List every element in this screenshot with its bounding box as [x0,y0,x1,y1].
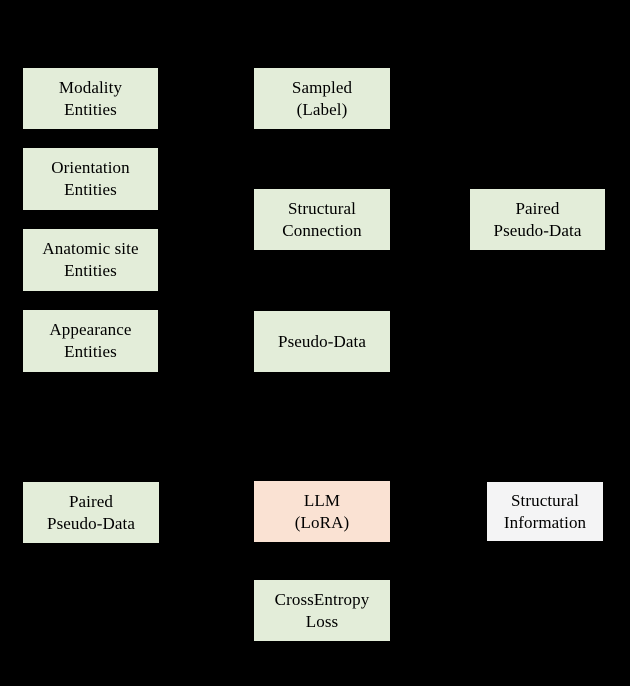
node-label-line-2: (Label) [296,99,348,119]
node-orientation-entities[interactable]: Orientation Entities [23,148,158,210]
node-structural-connection[interactable]: Structural Connection [254,189,390,250]
node-label-line-2: Pseudo-Data [493,220,582,240]
node-label-line-2: Loss [305,611,339,631]
node-label-line-2: (LoRA) [294,512,350,532]
node-label-line-2: Pseudo-Data [47,513,135,533]
node-appearance-entities[interactable]: Appearance Entities [23,310,158,372]
node-label-line-1: Appearance [49,320,132,340]
node-label-line-2: Entities [64,180,117,199]
node-label-line-2: Connection [282,220,362,240]
node-anatomic-site-entities[interactable]: Anatomic site Entities [23,229,158,291]
node-cross-entropy-loss[interactable]: CrossEntropy Loss [254,580,390,641]
node-label-line-2: Information [503,512,587,532]
node-label-line-2: Entities [64,261,117,280]
node-label-line-1: Structural [287,198,357,218]
node-pseudo-data[interactable]: Pseudo-Data [254,311,390,372]
node-label-line-1: CrossEntropy [274,589,370,609]
node-llm-lora[interactable]: LLM (LoRA) [254,481,390,542]
node-paired-pseudo-data-right[interactable]: Paired Pseudo-Data [470,189,605,250]
node-label-line-1: Structural [510,490,580,510]
node-modality-entities[interactable]: Modality Entities [23,68,158,129]
node-paired-pseudo-data-left[interactable]: Paired Pseudo-Data [23,482,159,543]
node-label-line-1: Modality [58,77,123,97]
node-label-line-1: Anatomic site [42,239,139,259]
node-structural-information[interactable]: Structural Information [487,482,603,541]
node-label-line-1: Orientation [51,158,130,178]
node-label-line-1: Sampled [291,77,353,97]
node-sampled-label[interactable]: Sampled (Label) [254,68,390,129]
node-label-line-2: Entities [64,99,117,119]
node-label-line-1: Paired [515,198,560,218]
node-label-line-1: Paired [68,491,114,511]
node-label-line-1: LLM [303,490,341,510]
node-label-line-2: Entities [64,342,117,361]
node-label-line-1: Pseudo-Data [278,331,366,351]
